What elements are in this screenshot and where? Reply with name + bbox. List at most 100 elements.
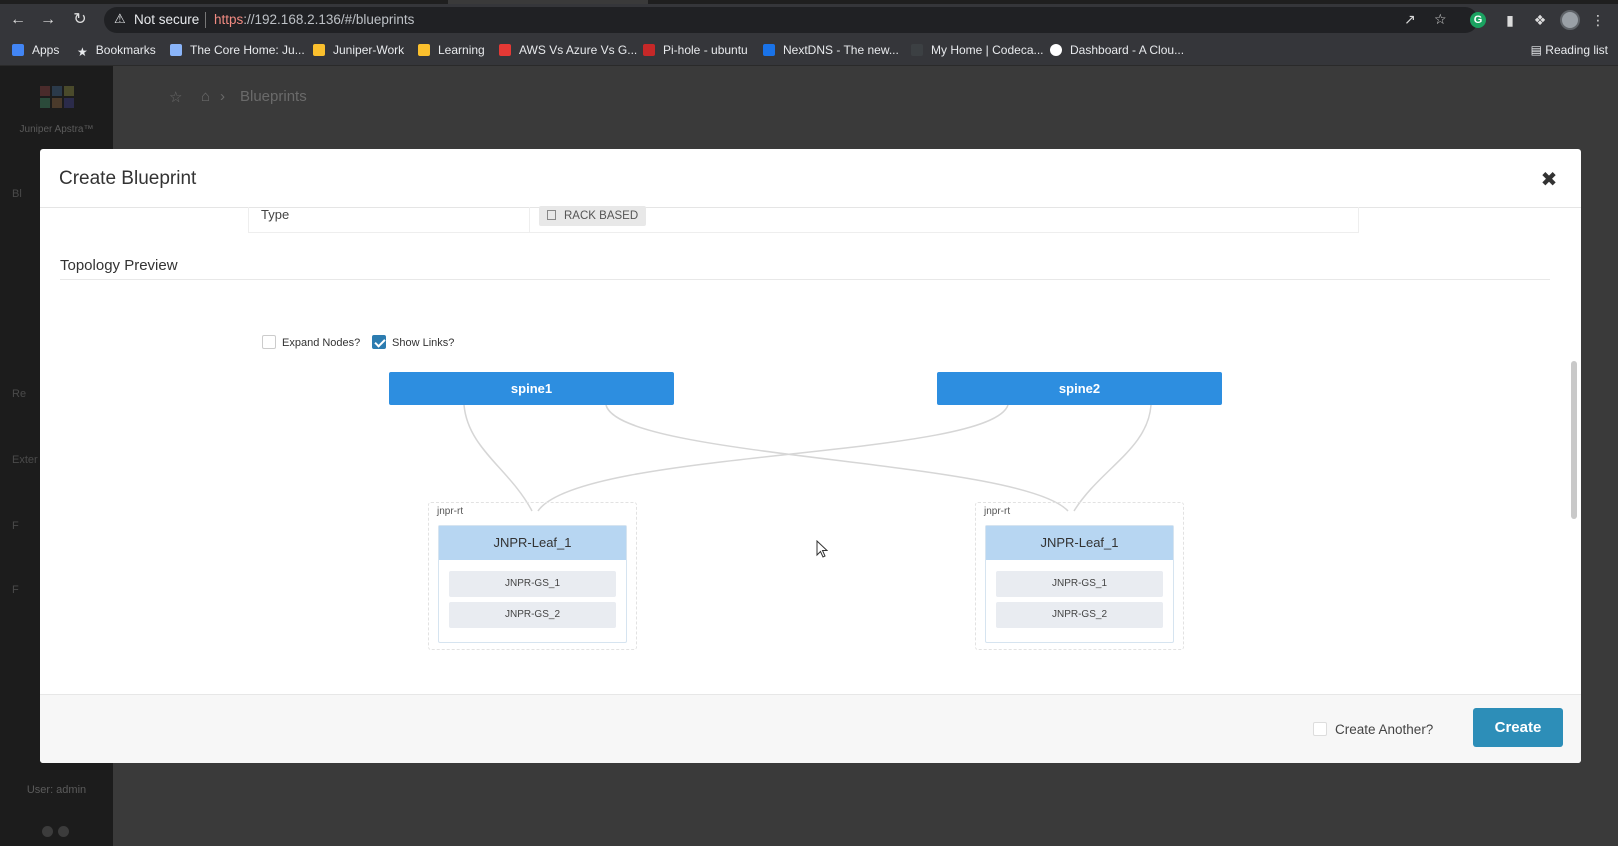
address-bar[interactable]: ⚠ Not secure https://192.168.2.136/#/blu…: [104, 7, 1478, 33]
bookmark-label: Apps: [32, 43, 60, 57]
checkbox-box-checked[interactable]: [372, 335, 386, 349]
reading-list[interactable]: ▤ Reading list: [1531, 43, 1608, 57]
sidebar-item-label[interactable]: Exter: [12, 454, 38, 466]
security-label[interactable]: Not secure: [134, 12, 200, 27]
cloud-favicon-icon: [1050, 44, 1062, 56]
breadcrumb-blueprints[interactable]: Blueprints: [240, 88, 307, 105]
reading-list-label: Reading list: [1545, 43, 1608, 57]
bookmark-pihole[interactable]: Pi-hole - ubuntu: [643, 43, 748, 57]
status-dot: [42, 826, 53, 837]
topology-preview-title: Topology Preview: [60, 257, 178, 274]
modal-footer: Create Another? Create: [40, 694, 1581, 763]
puzzle-extensions-icon[interactable]: ❖: [1533, 12, 1547, 28]
menu-kebab-icon[interactable]: ⋮: [1591, 12, 1605, 28]
user-label[interactable]: User: admin: [26, 784, 87, 796]
bookmark-label: Pi-hole - ubuntu: [663, 43, 748, 57]
show-links-checkbox[interactable]: Show Links?: [372, 335, 454, 349]
folder-icon: [418, 44, 430, 56]
rack-label: jnpr-rt: [984, 506, 1011, 517]
url-rest: ://192.168.2.136/#/blueprints: [243, 12, 415, 27]
bookmark-apps[interactable]: Apps: [12, 43, 59, 57]
pihole-favicon-icon: [643, 44, 655, 56]
grammarly-extension-icon[interactable]: G: [1470, 12, 1486, 28]
checkbox-box[interactable]: [1313, 722, 1327, 736]
omnibox-separator: [205, 12, 206, 28]
bookmark-juniper-work[interactable]: Juniper-Work: [313, 43, 404, 57]
codecademy-favicon-icon: [911, 44, 923, 56]
expand-nodes-checkbox[interactable]: Expand Nodes?: [262, 335, 360, 349]
generic-server-node[interactable]: JNPR-GS_1: [996, 571, 1163, 597]
bookmark-nextdns[interactable]: NextDNS - The new...: [763, 43, 899, 57]
bookmark-label: The Core Home: Ju...: [190, 43, 305, 57]
checkbox-box[interactable]: [262, 335, 276, 349]
active-tab-edge[interactable]: [448, 0, 648, 4]
star-icon[interactable]: ☆: [169, 89, 183, 106]
bookmark-learning[interactable]: Learning: [418, 43, 485, 57]
link-spine1-leaf2: [605, 404, 1069, 512]
spine-node-spine2[interactable]: spine2: [937, 372, 1222, 405]
leaf-name[interactable]: JNPR-Leaf_1: [986, 526, 1173, 560]
profile-avatar[interactable]: [1560, 10, 1580, 30]
folder-icon: [313, 44, 325, 56]
sidebar-item-label[interactable]: Bl: [12, 188, 22, 200]
type-value: RACK BASED: [564, 210, 639, 222]
generic-server-node[interactable]: JNPR-GS_1: [449, 571, 616, 597]
apstra-logo-icon: [40, 86, 74, 118]
bookmark-core-home[interactable]: The Core Home: Ju...: [170, 43, 305, 57]
leaf-node[interactable]: JNPR-Leaf_1 JNPR-GS_1 JNPR-GS_2: [985, 525, 1174, 643]
breadcrumb-separator: ›: [220, 88, 225, 105]
bookmark-label: AWS Vs Azure Vs G...: [519, 43, 638, 57]
generic-server-node[interactable]: JNPR-GS_2: [996, 602, 1163, 628]
bookmark-bookmarks[interactable]: ★ Bookmarks: [77, 43, 156, 59]
show-links-label: Show Links?: [392, 337, 455, 349]
bookmark-label: My Home | Codeca...: [931, 43, 1044, 57]
bookmark-dashboard[interactable]: Dashboard - A Clou...: [1050, 43, 1184, 57]
tab-strip: [0, 0, 1618, 4]
home-icon[interactable]: ⌂: [201, 88, 211, 105]
bookmarks-bar: Apps ★ Bookmarks The Core Home: Ju... Jun…: [0, 36, 1618, 66]
warning-icon[interactable]: ⚠: [114, 11, 126, 26]
spine-node-spine1[interactable]: spine1: [389, 372, 674, 405]
bookmark-label: Learning: [438, 43, 485, 57]
shield-bookmark-icon: [170, 44, 182, 56]
bookmark-label: Dashboard - A Clou...: [1070, 43, 1185, 57]
type-label: Type: [261, 207, 290, 222]
modal-scrollbar-thumb[interactable]: [1571, 361, 1577, 519]
create-another-label: Create Another?: [1335, 722, 1434, 737]
url-text[interactable]: https://192.168.2.136/#/blueprints: [214, 12, 414, 27]
rack-label: jnpr-rt: [437, 506, 464, 517]
star-bookmark-icon: ★: [77, 45, 88, 59]
rack-jnpr-rt-2: jnpr-rt JNPR-Leaf_1 JNPR-GS_1 JNPR-GS_2: [975, 502, 1184, 650]
sidebar-item-label[interactable]: F: [12, 520, 19, 532]
sidebar-item-label[interactable]: Re: [12, 388, 27, 400]
apps-grid-icon: [12, 44, 24, 56]
reload-icon[interactable]: ↻: [73, 11, 87, 28]
nextdns-shield-icon: [763, 44, 775, 56]
bookmark-label: NextDNS - The new...: [783, 43, 899, 57]
share-icon[interactable]: ↗: [1404, 11, 1416, 27]
status-dot: [58, 826, 69, 837]
star-icon[interactable]: ☆: [1434, 11, 1447, 27]
extension-icon[interactable]: ▮: [1506, 12, 1514, 28]
leaf-name[interactable]: JNPR-Leaf_1: [439, 526, 626, 560]
app-brand: Juniper Apstra™: [19, 124, 94, 135]
sidebar-item-label[interactable]: F: [12, 584, 19, 596]
close-icon[interactable]: ✖: [1540, 169, 1558, 191]
create-button[interactable]: Create: [1473, 708, 1563, 747]
back-arrow-icon[interactable]: ←: [10, 11, 26, 28]
create-another-checkbox[interactable]: Create Another?: [1313, 722, 1433, 737]
mouse-cursor-icon: [816, 540, 828, 558]
bookmark-my-home[interactable]: My Home | Codeca...: [911, 43, 1044, 57]
header-divider: [40, 207, 1581, 208]
bookmark-aws-azure[interactable]: AWS Vs Azure Vs G...: [499, 43, 637, 57]
bookmark-label: Bookmarks: [95, 43, 156, 57]
create-blueprint-modal: Create Blueprint ✖ Type RACK BASED Topol…: [40, 149, 1581, 763]
generic-server-node[interactable]: JNPR-GS_2: [449, 602, 616, 628]
forward-arrow-icon[interactable]: →: [40, 11, 56, 28]
url-scheme: https: [214, 12, 244, 27]
type-badge: RACK BASED: [539, 206, 647, 226]
type-divider: [529, 207, 530, 233]
link-spine1-leaf1: [463, 404, 533, 512]
leaf-node[interactable]: JNPR-Leaf_1 JNPR-GS_1 JNPR-GS_2: [438, 525, 627, 643]
modal-title: Create Blueprint: [59, 168, 197, 189]
